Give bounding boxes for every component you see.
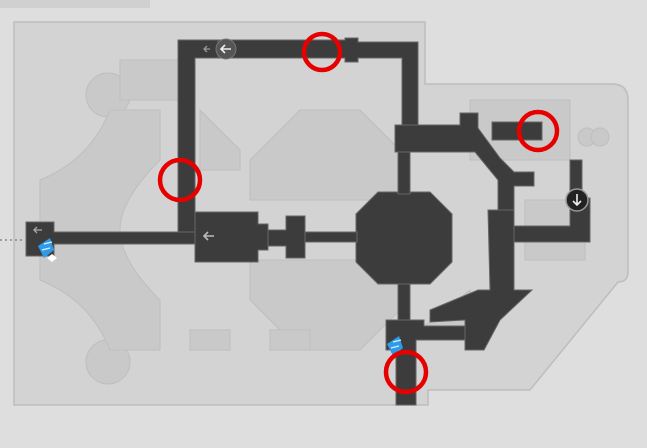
red-circle-icon[interactable] [516, 109, 560, 153]
walkable-paths [25, 37, 591, 406]
red-circle-icon[interactable] [383, 349, 429, 395]
north-east-block [394, 112, 535, 211]
central-octagon [355, 191, 453, 285]
target-markers [157, 31, 560, 395]
west-room [194, 211, 269, 263]
space-anchor-icon[interactable] [38, 238, 57, 262]
west-room-annex [267, 215, 306, 259]
arrow-down-icon[interactable] [565, 188, 589, 212]
east-corridor [513, 159, 591, 243]
top-edge-strip [0, 0, 150, 8]
octagon-north-stem [397, 151, 411, 195]
red-circle-icon[interactable] [301, 31, 343, 73]
octagon-south-stem [397, 283, 411, 321]
red-circle-icon[interactable] [157, 157, 203, 203]
east-ring [429, 209, 534, 351]
arrow-left-icon[interactable] [215, 38, 237, 60]
arrow-left-icon[interactable] [202, 231, 214, 241]
octagon-west-link [304, 231, 358, 243]
arrow-left-icon[interactable] [33, 226, 42, 234]
arrow-left-icon[interactable] [203, 45, 210, 53]
